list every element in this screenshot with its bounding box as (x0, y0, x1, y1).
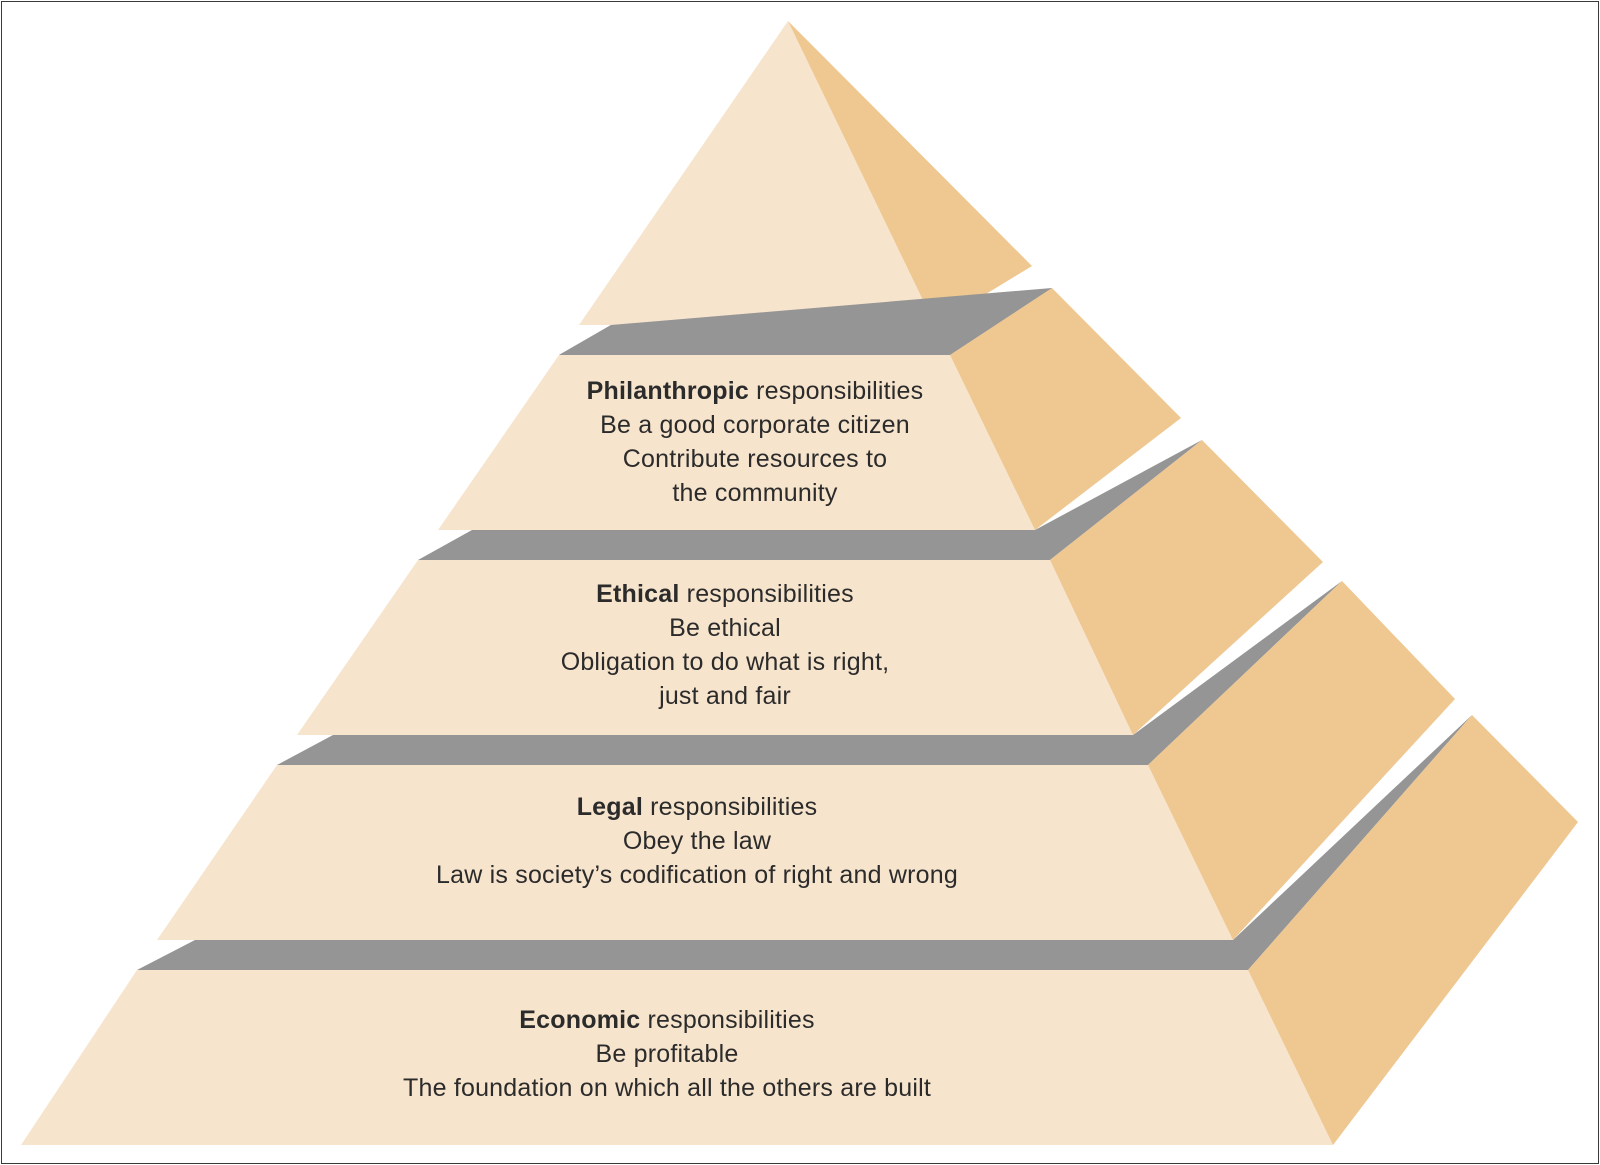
tier-legal-line-2: Law is society’s codification of right a… (436, 861, 958, 889)
tier-legal-line-1: Obey the law (622, 827, 772, 855)
tier-ethical-front-face (297, 560, 1133, 735)
tier-ethical-line-1: Be ethical (669, 614, 781, 642)
tier-legal-suffix: responsibilities (642, 793, 818, 821)
tier-philanthropic-line-1: Be a good corporate citizen (600, 411, 910, 439)
tier-ethical-text: Ethical responsibilities Be ethical Obli… (425, 577, 1025, 713)
tier-philanthropic-line-2: Contribute resources to (622, 445, 888, 473)
tier-economic-line-2: The foundation on which all the others a… (403, 1074, 931, 1102)
tier-economic-text: Economic responsibilities Be profitable … (317, 1003, 1017, 1105)
tier-economic-heading: Economic responsibilities (317, 1003, 1017, 1037)
tier-philanthropic-heading: Philanthropic responsibilities (455, 374, 1055, 408)
tier-economic-line-1: Be profitable (595, 1040, 739, 1068)
apex-front-face (579, 21, 935, 325)
tier-philanthropic-name: Philanthropic (586, 377, 750, 405)
tier-economic-suffix: responsibilities (640, 1006, 815, 1034)
tier-legal-side-face (1148, 581, 1455, 940)
ledge-2-band (418, 440, 1202, 560)
tier-ethical-line-3: just and fair (659, 682, 791, 710)
ledge-3-band (277, 581, 1342, 765)
tier-economic-side-face (1248, 715, 1578, 1145)
tier-philanthropic-side-face (950, 288, 1181, 530)
tier-economic-front-face (21, 970, 1333, 1145)
tier-legal-text: Legal responsibilities Obey the law Law … (347, 790, 1047, 892)
tier-legal-front-face (157, 765, 1233, 940)
ledge-1-band (559, 288, 1052, 355)
tier-ethical-suffix: responsibilities (679, 580, 854, 608)
tier-ethical-line-2: Obligation to do what is right, (560, 648, 890, 676)
tier-philanthropic-text: Philanthropic responsibilities Be a good… (455, 374, 1055, 510)
tier-ethical-side-face (1050, 440, 1323, 735)
tier-ethical-name: Ethical (596, 580, 680, 608)
tier-legal-heading: Legal responsibilities (347, 790, 1047, 824)
tier-ethical-heading: Ethical responsibilities (425, 577, 1025, 611)
tier-legal-name: Legal (576, 793, 643, 821)
ledge-4-band (137, 715, 1472, 970)
apex-side-face (788, 21, 1032, 325)
tier-philanthropic-suffix: responsibilities (749, 377, 924, 405)
tier-philanthropic-front-face (438, 355, 1035, 530)
tier-philanthropic-line-3: the community (672, 479, 838, 507)
tier-economic-name: Economic (519, 1006, 641, 1034)
